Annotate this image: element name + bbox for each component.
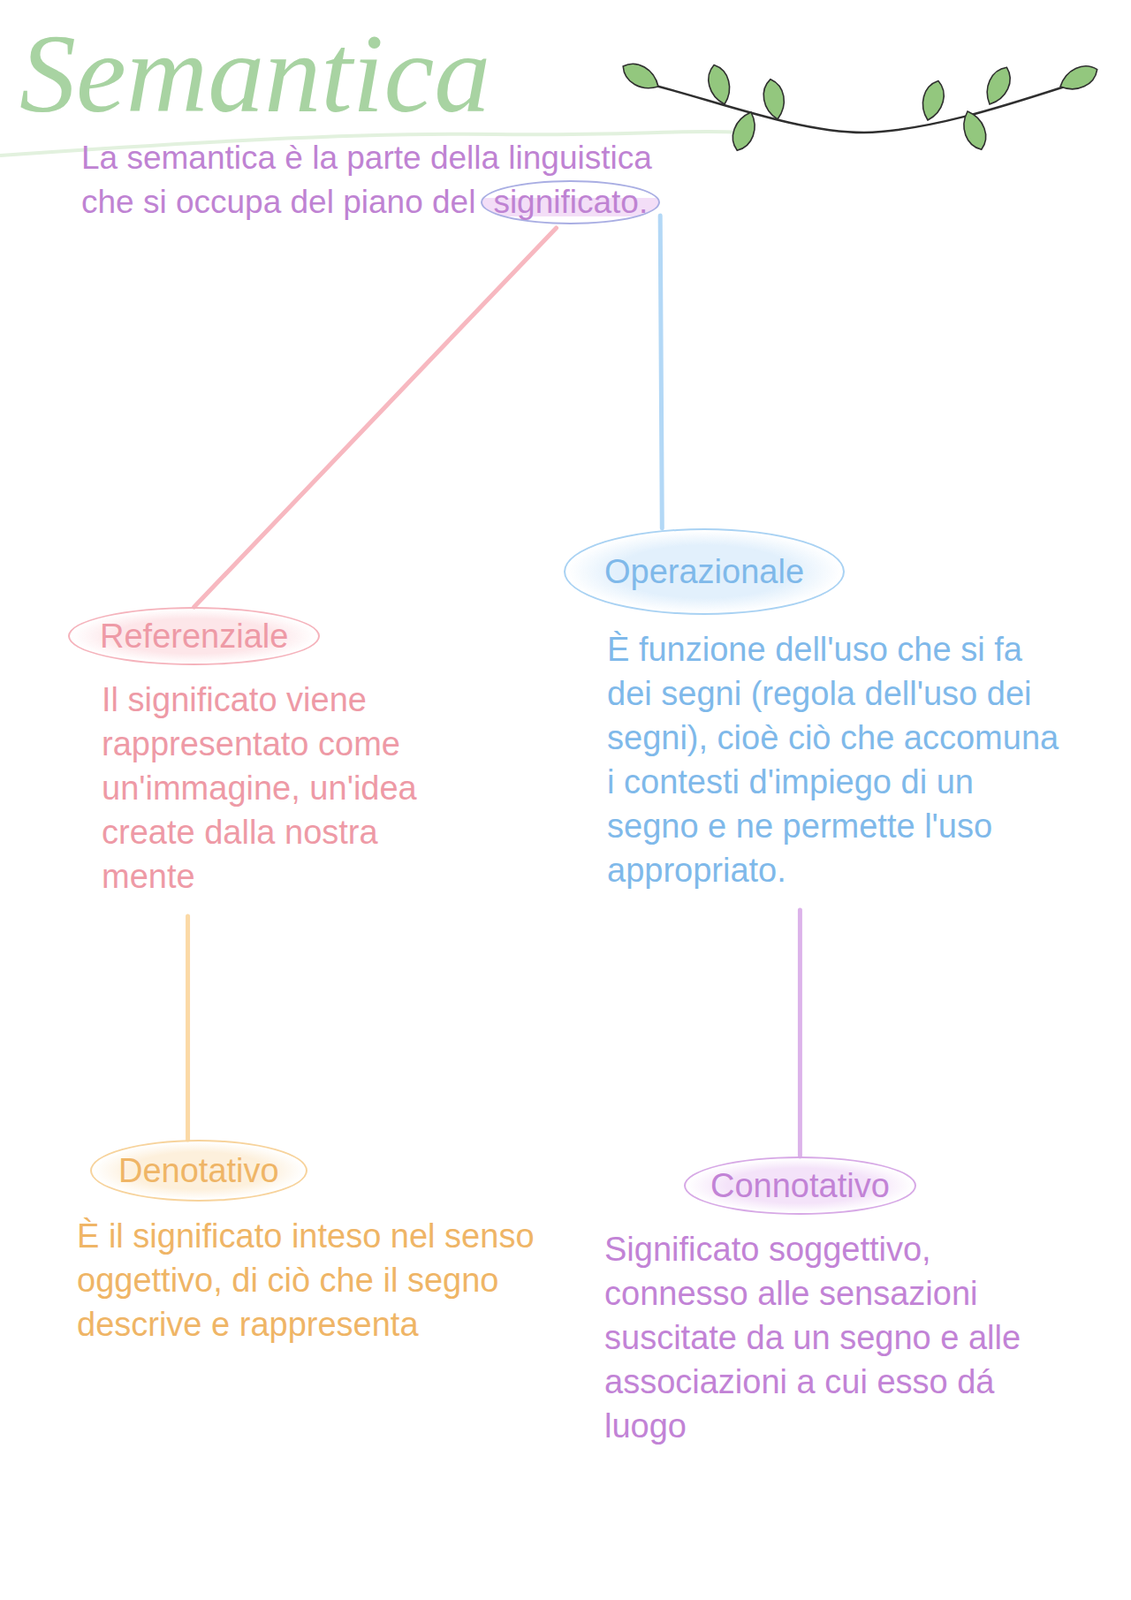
concept-node: Operazionale È funzione dell'uso che si f… bbox=[563, 528, 1067, 911]
concept-node: Denotativo È il significato inteso nel se… bbox=[76, 1139, 537, 1365]
connector bbox=[194, 227, 557, 608]
concept-description: È funzione dell'uso che si fa dei segni … bbox=[607, 627, 1067, 893]
branch bbox=[637, 77, 1093, 133]
concept-description: Significato soggettivo, connesso alle se… bbox=[604, 1227, 1038, 1449]
title: Semantica bbox=[19, 7, 491, 140]
concept-description: Il significato viene rappresentato come … bbox=[101, 677, 473, 899]
leaves bbox=[618, 57, 1102, 154]
key-term-ellipse: significato. bbox=[480, 180, 661, 225]
key-term: significato. bbox=[493, 183, 648, 221]
connector bbox=[185, 916, 190, 1140]
concept-heading: Connotativo bbox=[683, 1156, 917, 1215]
concept-heading: Referenziale bbox=[68, 607, 320, 666]
connector bbox=[660, 215, 662, 529]
concept-description: È il significato inteso nel senso oggett… bbox=[76, 1214, 537, 1347]
concept-heading: Denotativo bbox=[90, 1139, 308, 1202]
concept-heading: Operazionale bbox=[563, 528, 845, 615]
connector bbox=[797, 910, 803, 1157]
concept-node: Referenziale Il significato viene rappres… bbox=[68, 607, 473, 917]
intro-paragraph: La semantica è la parte della linguistic… bbox=[81, 136, 691, 225]
concept-node: ConnotativoSignificato soggettivo, conne… bbox=[604, 1156, 1038, 1466]
